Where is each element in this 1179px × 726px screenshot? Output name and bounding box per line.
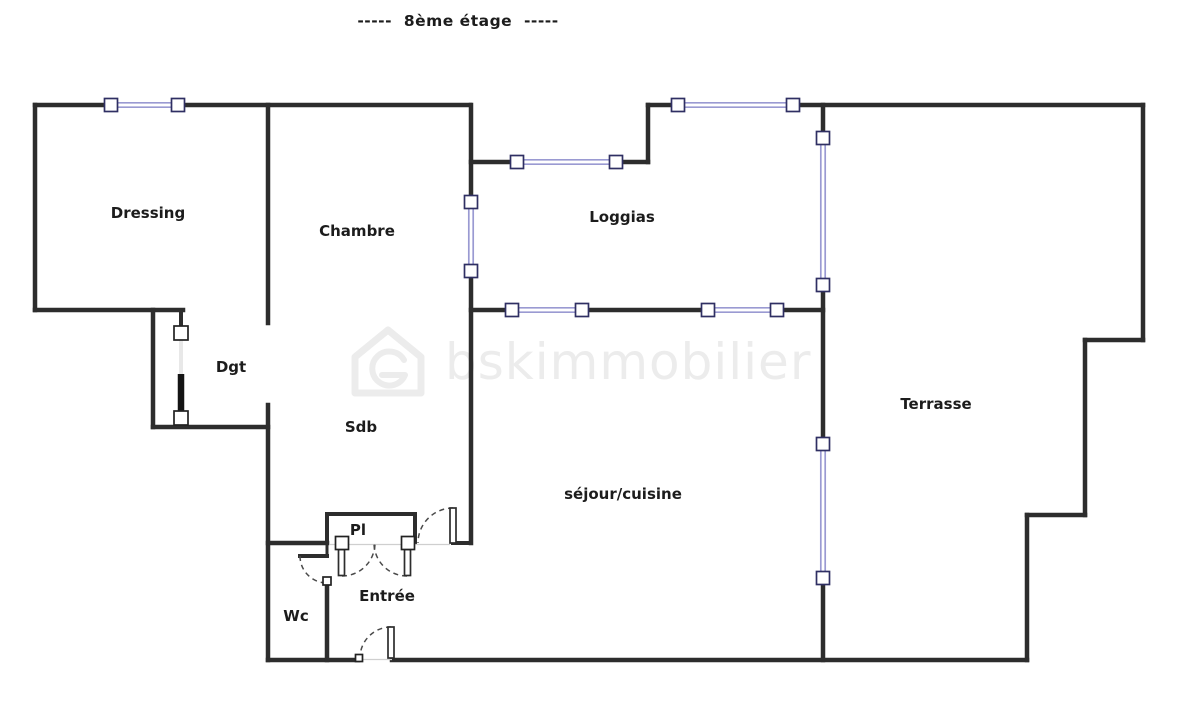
walls (32, 102, 1146, 663)
room-label-pl: Pl (349, 521, 367, 539)
watermark-text: bskimmobilier (445, 333, 812, 391)
sejour-door (417, 507, 457, 544)
watermark-house-logo-icon (351, 326, 425, 397)
room-label-chambre: Chambre (319, 222, 395, 240)
dgt-sliding-partition (173, 325, 189, 426)
room-label-entree: Entrée (359, 587, 415, 605)
window-loggias-top (670, 97, 801, 113)
wc-door (298, 554, 332, 586)
room-label-terrasse: Terrasse (900, 395, 972, 413)
room-label-loggias: Loggias (589, 208, 655, 226)
window-loggias-terrasse (815, 130, 831, 293)
floor-title: ----- 8ème étage ----- (357, 12, 559, 30)
window-sejour-terrasse (815, 436, 831, 586)
watermark: bskimmobilier (345, 322, 811, 402)
window-loggias-step (509, 154, 624, 170)
window-chambre-loggias (463, 194, 479, 279)
windows (103, 97, 831, 586)
room-label-dgt: Dgt (215, 358, 247, 376)
window-dressing-top (103, 97, 186, 113)
window-sejour-loggias-right (700, 302, 785, 318)
room-label-sejour-cuisine: séjour/cuisine (564, 485, 682, 503)
doors (298, 507, 457, 663)
window-sejour-loggias-left (504, 302, 590, 318)
room-label-sdb: Sdb (344, 418, 378, 436)
entrance-door (354, 626, 395, 663)
placard-double-door (334, 535, 416, 577)
room-label-dressing: Dressing (110, 204, 186, 222)
room-label-wc: Wc (283, 607, 309, 625)
